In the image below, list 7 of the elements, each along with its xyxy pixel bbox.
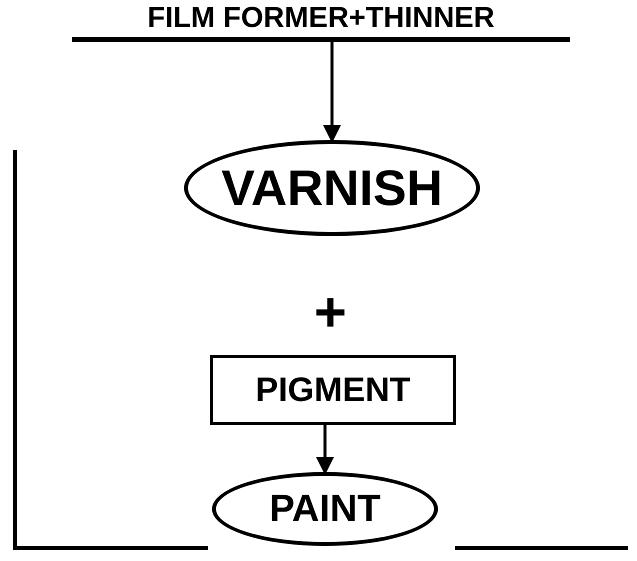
underlined-heading: FILM FORMER+THINNER xyxy=(72,0,570,42)
ellipse-node: VARNISH xyxy=(184,140,480,236)
ellipse-node: PAINT xyxy=(212,472,438,546)
plus-sign: + xyxy=(314,284,347,340)
process-box: PIGMENT xyxy=(210,355,456,425)
arrow xyxy=(323,42,341,143)
arrow xyxy=(316,425,334,475)
